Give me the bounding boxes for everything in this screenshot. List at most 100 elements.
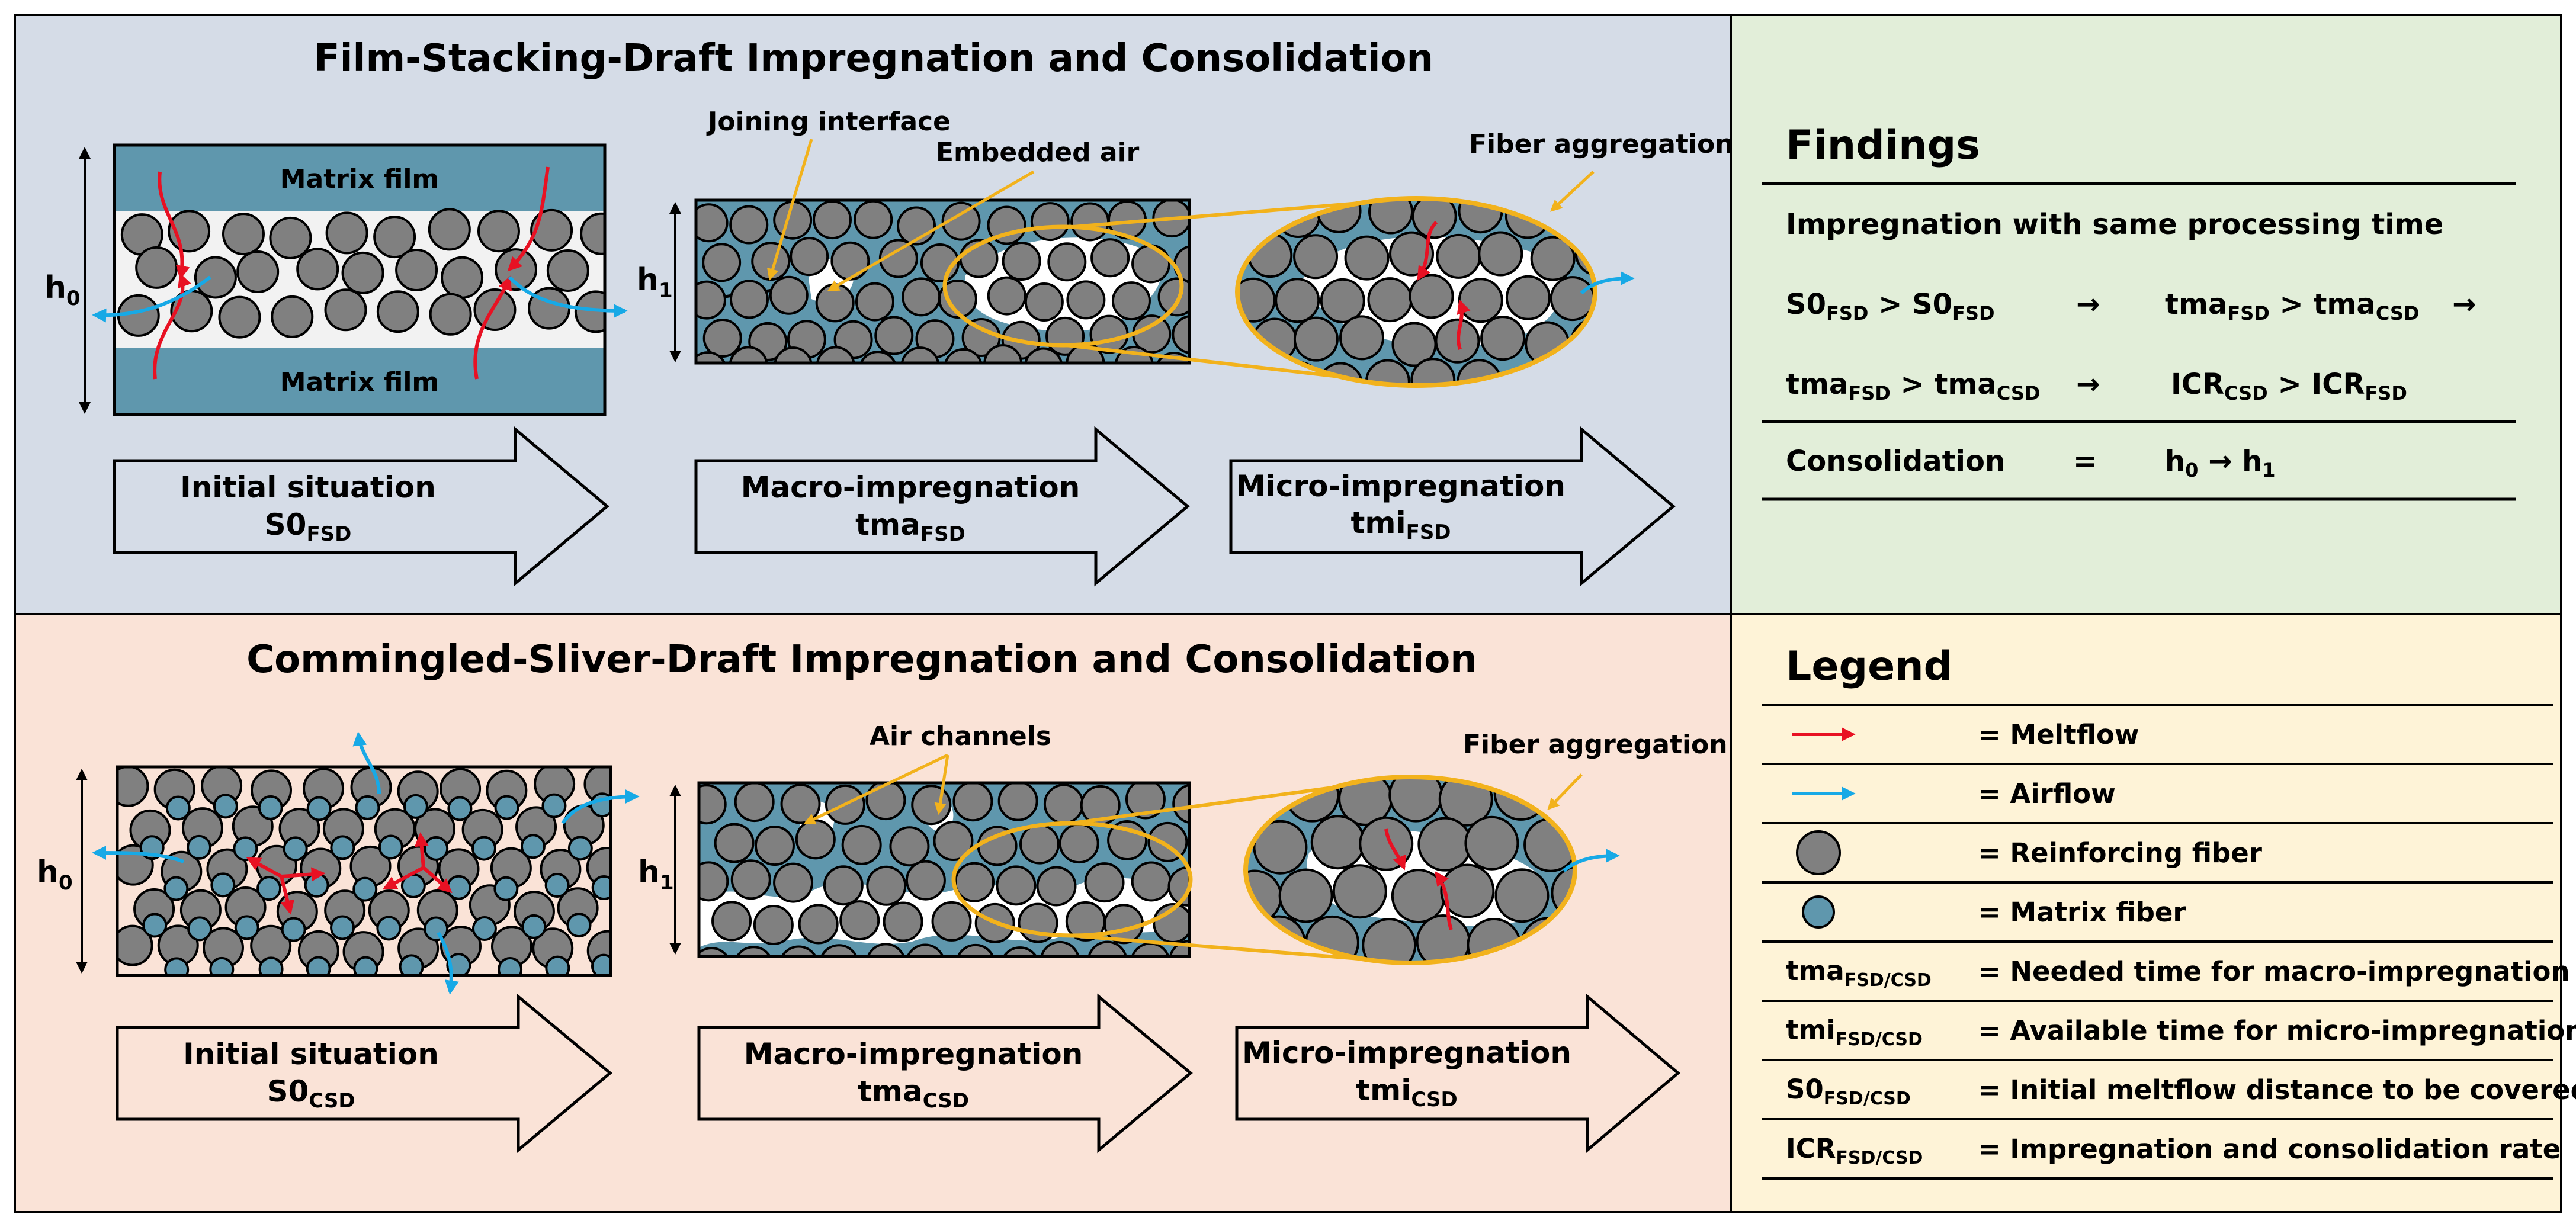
- reinforcing-fiber: [236, 250, 280, 293]
- matrix-fiber: [446, 875, 471, 900]
- matrix-fiber: [446, 953, 471, 975]
- reinforcing-fiber: [983, 344, 1023, 363]
- matrix-fiber: [233, 836, 258, 862]
- reinforcing-fiber: [774, 346, 813, 363]
- reinforcing-fiber: [1480, 316, 1526, 361]
- reinforcing-fiber: [702, 243, 742, 282]
- reinforcing-fiber: [883, 901, 923, 942]
- findings-row1-left: S0FSD > S0FSD: [1786, 288, 1995, 325]
- reinforcing-fiber: [1367, 277, 1413, 323]
- csd-initial-arrow-line1: Initial situation: [183, 1037, 439, 1071]
- matrix-fiber: [447, 796, 473, 821]
- reinforcing-fiber: [1464, 815, 1519, 871]
- reinforcing-fiber: [1125, 783, 1166, 820]
- reinforcing-fiber: [905, 860, 946, 901]
- csd-micro-arrow: Micro-impregnation tmiCSD: [1235, 993, 1680, 1154]
- reinforcing-fiber: [696, 203, 729, 243]
- matrix-fiber: [210, 872, 236, 898]
- reinforcing-fiber: [135, 246, 178, 289]
- csd-micro-zoom: [1243, 775, 1620, 965]
- reinforcing-fiber: [1339, 315, 1385, 361]
- fsd-embedded-air-label: Embedded air: [936, 137, 1140, 168]
- csd-micro-arrow-line1: Micro-impregnation: [1242, 1036, 1571, 1070]
- reinforcing-fiber: [702, 319, 742, 358]
- reinforcing-fiber: [1084, 862, 1125, 903]
- reinforcing-fiber: [1440, 863, 1495, 918]
- reinforcing-fiber: [395, 249, 438, 292]
- reinforcing-fiber: [1362, 918, 1417, 963]
- reinforcing-fiber: [795, 819, 836, 860]
- svg-text:S0FSD/CSD: S0FSD/CSD: [1786, 1074, 1911, 1109]
- reinforcing-fiber: [938, 280, 977, 319]
- csd-h1-label: h1: [638, 855, 674, 895]
- reinforcing-fiber: [798, 904, 839, 945]
- reinforcing-fiber: [546, 249, 589, 292]
- reinforcing-fiber: [1036, 866, 1077, 907]
- reinforcing-fiber: [1172, 315, 1189, 354]
- reinforcing-fiber: [1002, 242, 1041, 281]
- matrix-fiber: [376, 916, 402, 941]
- findings-consolidation-eq: =: [2073, 445, 2097, 478]
- reinforcing-fiber: [734, 783, 775, 823]
- reinforcing-fiber: [429, 293, 472, 336]
- matrix-fiber: [304, 872, 329, 898]
- reinforcing-fiber: [117, 924, 153, 966]
- reinforcing-fiber: [1070, 202, 1110, 242]
- reinforcing-fiber: [1131, 244, 1171, 284]
- reinforcing-fiber: [1043, 783, 1084, 824]
- reinforcing-fiber: [325, 211, 368, 255]
- reinforcing-fiber: [944, 348, 983, 363]
- csd-macro-arrow: Macro-impregnation tmaCSD: [697, 993, 1193, 1154]
- reinforcing-fiber: [889, 826, 930, 867]
- reinforcing-fiber: [580, 212, 605, 255]
- matrix-fiber: [378, 834, 403, 860]
- reinforcing-fiber: [1019, 824, 1060, 865]
- reinforcing-fiber: [830, 241, 870, 281]
- reinforcing-fiber: [1411, 198, 1457, 239]
- reinforcing-fiber: [854, 200, 893, 239]
- reinforcing-fiber: [816, 346, 855, 363]
- reinforcing-fiber: [1332, 864, 1387, 919]
- reinforcing-fiber: [1494, 868, 1550, 923]
- fsd-matrix-film-top: [114, 145, 605, 211]
- fsd-matrix-film-bottom-label: Matrix film: [280, 367, 440, 397]
- reinforcing-fiber: [1478, 231, 1523, 277]
- csd-fiber-aggregation-label: Fiber aggregation: [1463, 730, 1728, 760]
- legend-symbol-text: ICRFSD/CSD: [1786, 1133, 1923, 1168]
- reinforcing-fiber: [1550, 276, 1595, 322]
- csd-initial-airflow-arrow: [92, 846, 185, 863]
- csd-h0-label: h0: [37, 855, 73, 895]
- reinforcing-fiber: [753, 905, 794, 946]
- matrix-fiber: [306, 796, 332, 821]
- reinforcing-fiber: [1293, 234, 1339, 280]
- reinforcing-fiber: [874, 316, 914, 355]
- reinforcing-fiber: [574, 290, 605, 333]
- reinforcing-fiber: [866, 865, 907, 906]
- reinforcing-fiber: [1436, 233, 1481, 279]
- reinforcing-fiber: [781, 945, 817, 956]
- matrix-fiber: [187, 834, 212, 860]
- reinforcing-fiber: [271, 295, 314, 338]
- fsd-initial-meltflow-arrow: [473, 275, 512, 380]
- reinforcing-fiber: [714, 823, 755, 863]
- reinforcing-fiber: [1293, 316, 1339, 362]
- reinforcing-fiber: [941, 201, 981, 241]
- reinforcing-fiber: [900, 346, 940, 363]
- fsd-fiber-aggregation-arrow: [1550, 171, 1595, 212]
- matrix-fiber: [399, 954, 424, 975]
- matrix-fiber: [164, 957, 190, 975]
- fsd-initial-meltflow-arrow: [507, 166, 550, 272]
- csd-macro-arrow-line2: tmaCSD: [858, 1074, 969, 1113]
- reinforcing-fiber: [1131, 861, 1172, 902]
- reinforcing-fiber: [1389, 231, 1435, 277]
- reinforcing-fiber: [911, 785, 952, 826]
- reinforcing-fiber: [1066, 280, 1106, 320]
- reinforcing-fiber: [773, 862, 814, 903]
- fsd-macro-arrow-line1: Macro-impregnation: [741, 470, 1080, 505]
- matrix-fiber: [258, 956, 284, 975]
- matrix-fiber: [545, 955, 570, 975]
- reinforcing-fiber: [477, 210, 520, 253]
- svg-text:tmiFSD/CSD: tmiFSD/CSD: [1786, 1014, 1923, 1050]
- reinforcing-fiber: [823, 865, 864, 906]
- reinforcing-fiber: [222, 213, 265, 256]
